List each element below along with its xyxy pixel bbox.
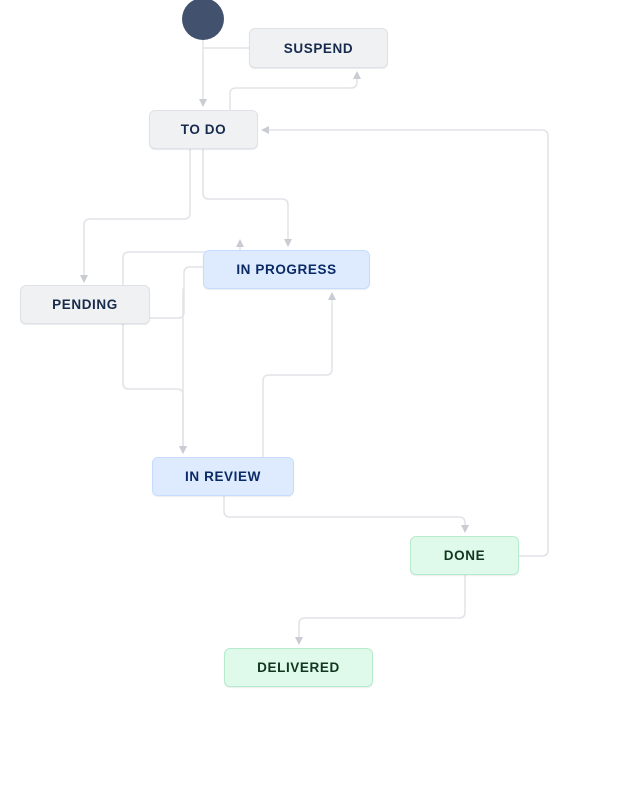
node-label-suspend: SUSPEND [283, 40, 354, 56]
node-pending[interactable]: PENDING [20, 285, 150, 324]
node-label-in-review: IN REVIEW [185, 469, 261, 484]
edge-inreview-to-done [223, 495, 469, 533]
node-suspend[interactable]: SUSPEND [249, 28, 388, 68]
edge-todo-to-suspend [229, 71, 361, 111]
edge-todo-to-inprogress [202, 148, 292, 247]
edge-inprogress-to-pending [149, 266, 204, 319]
node-in-review[interactable]: IN REVIEW [152, 457, 294, 496]
node-label-in-progress: IN PROGRESS [236, 262, 337, 277]
node-label-done: DONE [443, 548, 486, 563]
edge-pending-to-inreview [122, 323, 187, 454]
edge-done-to-todo [261, 126, 549, 557]
node-to-do[interactable]: TO DO [149, 110, 258, 149]
edge-done-to-delivered [295, 574, 466, 645]
node-label-delivered: DELIVERED [257, 660, 340, 675]
edge-todo-to-pending [80, 148, 191, 283]
node-label-pending: PENDING [52, 297, 118, 312]
node-label-to-do: TO DO [180, 122, 227, 137]
start-node[interactable] [182, 0, 224, 40]
node-in-progress[interactable]: IN PROGRESS [203, 250, 370, 289]
edge-inreview-to-inprogress [262, 292, 336, 458]
node-delivered[interactable]: DELIVERED [224, 648, 373, 687]
node-done[interactable]: DONE [410, 536, 519, 575]
